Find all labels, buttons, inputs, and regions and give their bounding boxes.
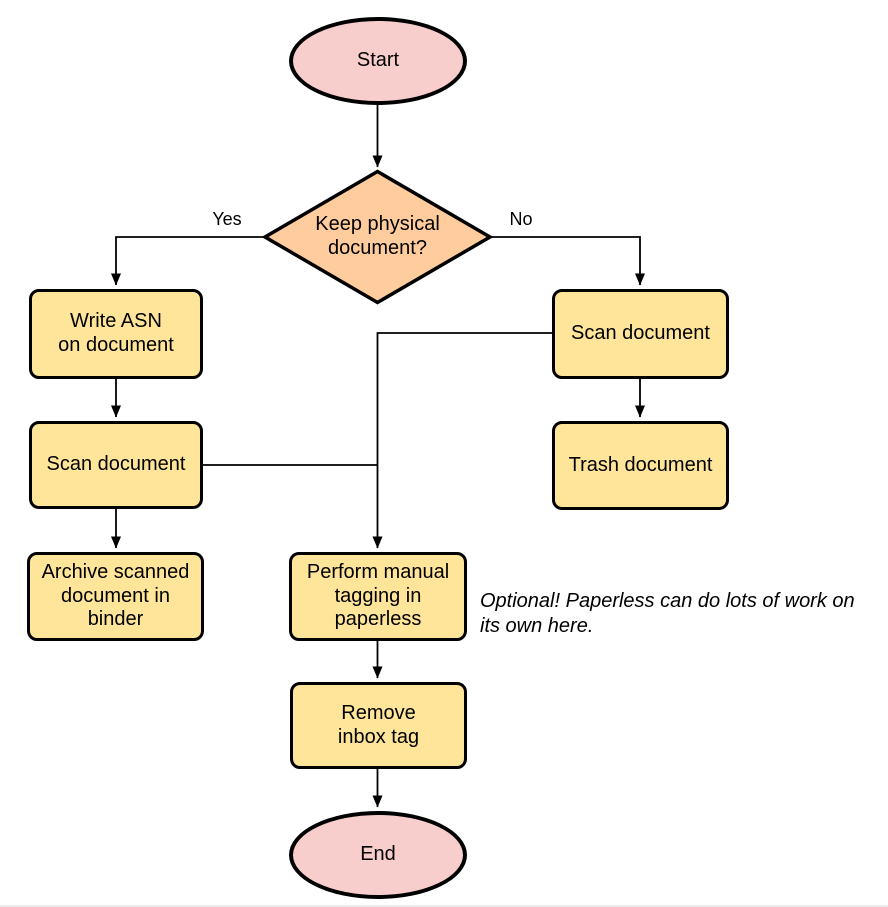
edge-label-yes: Yes <box>212 209 242 229</box>
end-node: End <box>289 811 467 899</box>
write-asn-node: Write ASN on document <box>29 289 203 379</box>
bottom-divider <box>0 905 888 907</box>
manual-tagging-node-label: Perform manual tagging in paperless <box>306 561 450 631</box>
archive-node: Archive scanned document in binder <box>27 552 204 641</box>
decision-node-label-box: Keep physical document? <box>287 199 468 275</box>
start-node: Start <box>289 17 467 105</box>
decision-node-label: Keep physical document? <box>315 213 440 259</box>
trash-document-node: Trash document <box>552 421 729 510</box>
write-asn-node-label: Write ASN on document <box>58 310 174 356</box>
edge-decision-write-asn <box>111 236 264 286</box>
scan-document-right-node: Scan document <box>552 289 729 379</box>
scan-document-left-node: Scan document <box>29 421 203 509</box>
edge-decision-scan-right <box>491 236 645 286</box>
end-node-label: End <box>360 843 396 866</box>
scan-document-left-node-label: Scan document <box>46 453 186 476</box>
optional-annotation: Optional! Paperless can do lots of work … <box>480 590 855 638</box>
trash-document-node-label: Trash document <box>568 453 713 476</box>
manual-tagging-node: Perform manual tagging in paperless <box>289 552 467 641</box>
remove-inbox-tag-node: Remove inbox tag <box>290 682 467 769</box>
archive-node-label: Archive scanned document in binder <box>41 561 190 631</box>
start-node-label: Start <box>356 49 400 72</box>
edge-scan-right-tagging <box>372 332 552 549</box>
edge-label-no: No <box>509 209 533 229</box>
decision-node <box>261 169 494 305</box>
scan-document-right-node-label: Scan document <box>571 322 710 345</box>
remove-inbox-tag-node-label: Remove inbox tag <box>337 701 420 748</box>
